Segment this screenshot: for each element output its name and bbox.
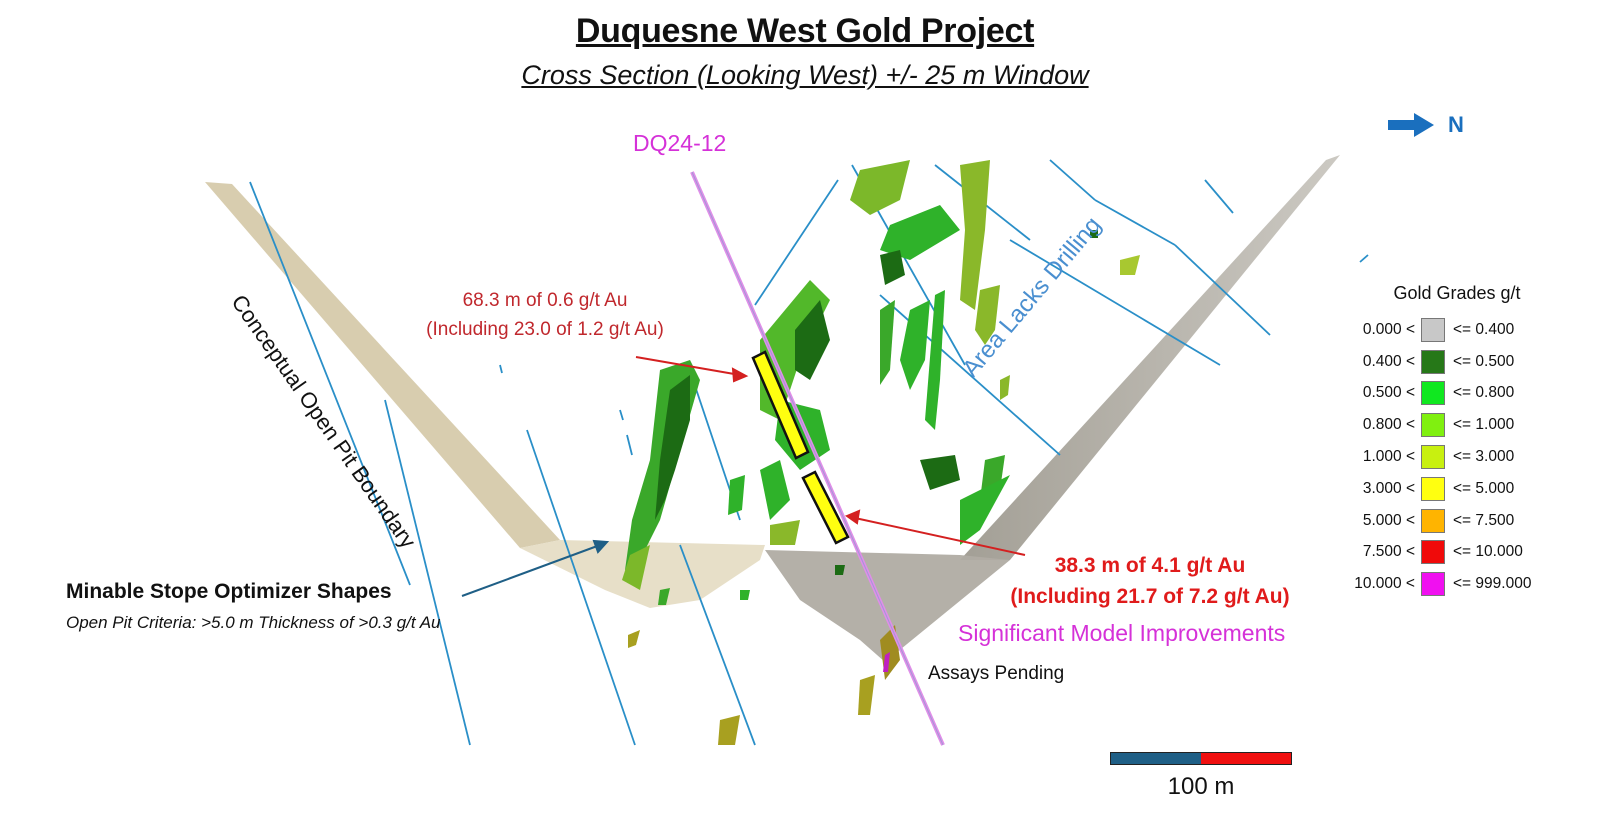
legend-item: 7.500 <<= 10.000 — [1343, 537, 1563, 569]
legend-swatch — [1421, 508, 1445, 533]
drillhole-label: DQ24-12 — [633, 130, 727, 156]
scale-bar-label: 100 m — [1167, 773, 1235, 800]
scale-bar-graphic — [1110, 752, 1292, 765]
intercept-lower-bar — [801, 470, 850, 545]
mso-arrow — [461, 539, 610, 597]
upper-intercept-label: 68.3 m of 0.6 g/t Au (Including 23.0 of … — [395, 286, 695, 344]
legend-swatch — [1421, 476, 1445, 501]
legend-swatch — [1421, 413, 1445, 438]
intercept-upper-bar — [751, 350, 810, 460]
legend-item: 10.000 <<= 999.000 — [1343, 568, 1563, 600]
page-title: Duquesne West Gold Project — [575, 12, 1035, 50]
grade-legend: Gold Grades g/t 0.000 <<= 0.400 0.400 <<… — [1343, 283, 1563, 600]
legend-item: 0.800 <<= 1.000 — [1343, 409, 1563, 441]
assays-pending-label: Assays Pending — [928, 663, 1065, 684]
lower-intercept-label: 38.3 m of 4.1 g/t Au (Including 21.7 of … — [975, 550, 1325, 612]
upper-intercept-line1: 68.3 m of 0.6 g/t Au — [462, 290, 628, 311]
legend-item: 1.000 <<= 3.000 — [1343, 441, 1563, 473]
upper-intercept-line2: (Including 23.0 of 1.2 g/t Au) — [426, 319, 664, 340]
legend-swatch — [1421, 572, 1445, 597]
page-subtitle: Cross Section (Looking West) +/- 25 m Wi… — [521, 60, 1089, 90]
legend-title: Gold Grades g/t — [1393, 283, 1521, 303]
intercept-arrows — [635, 356, 1026, 556]
legend-item: 3.000 <<= 5.000 — [1343, 473, 1563, 505]
legend-swatch — [1421, 445, 1445, 470]
north-label: N — [1448, 112, 1464, 137]
scale-bar: 100 m — [1110, 752, 1292, 801]
legend-swatch — [1421, 540, 1445, 565]
mso-title: Minable Stope Optimizer Shapes — [66, 580, 392, 603]
legend-swatch — [1421, 381, 1445, 406]
legend-item: 0.000 <<= 0.400 — [1343, 314, 1563, 346]
lower-intercept-line1: 38.3 m of 4.1 g/t Au — [1054, 554, 1246, 577]
pit-boundary-right — [765, 155, 1340, 662]
model-improvements-label: Significant Model Improvements — [958, 620, 1286, 646]
right-arrow-icon — [1388, 113, 1434, 137]
grade-blocks — [622, 160, 1140, 745]
legend-item: 5.000 <<= 7.500 — [1343, 505, 1563, 537]
legend-swatch — [1421, 317, 1445, 342]
north-arrow: N — [1388, 112, 1464, 138]
legend-item: 0.400 <<= 0.500 — [1343, 346, 1563, 378]
legend-item: 0.500 <<= 0.800 — [1343, 378, 1563, 410]
mso-criteria: Open Pit Criteria: >5.0 m Thickness of >… — [66, 613, 441, 632]
legend-swatch — [1421, 349, 1445, 374]
lower-intercept-line2: (Including 21.7 of 7.2 g/t Au) — [1010, 585, 1290, 608]
